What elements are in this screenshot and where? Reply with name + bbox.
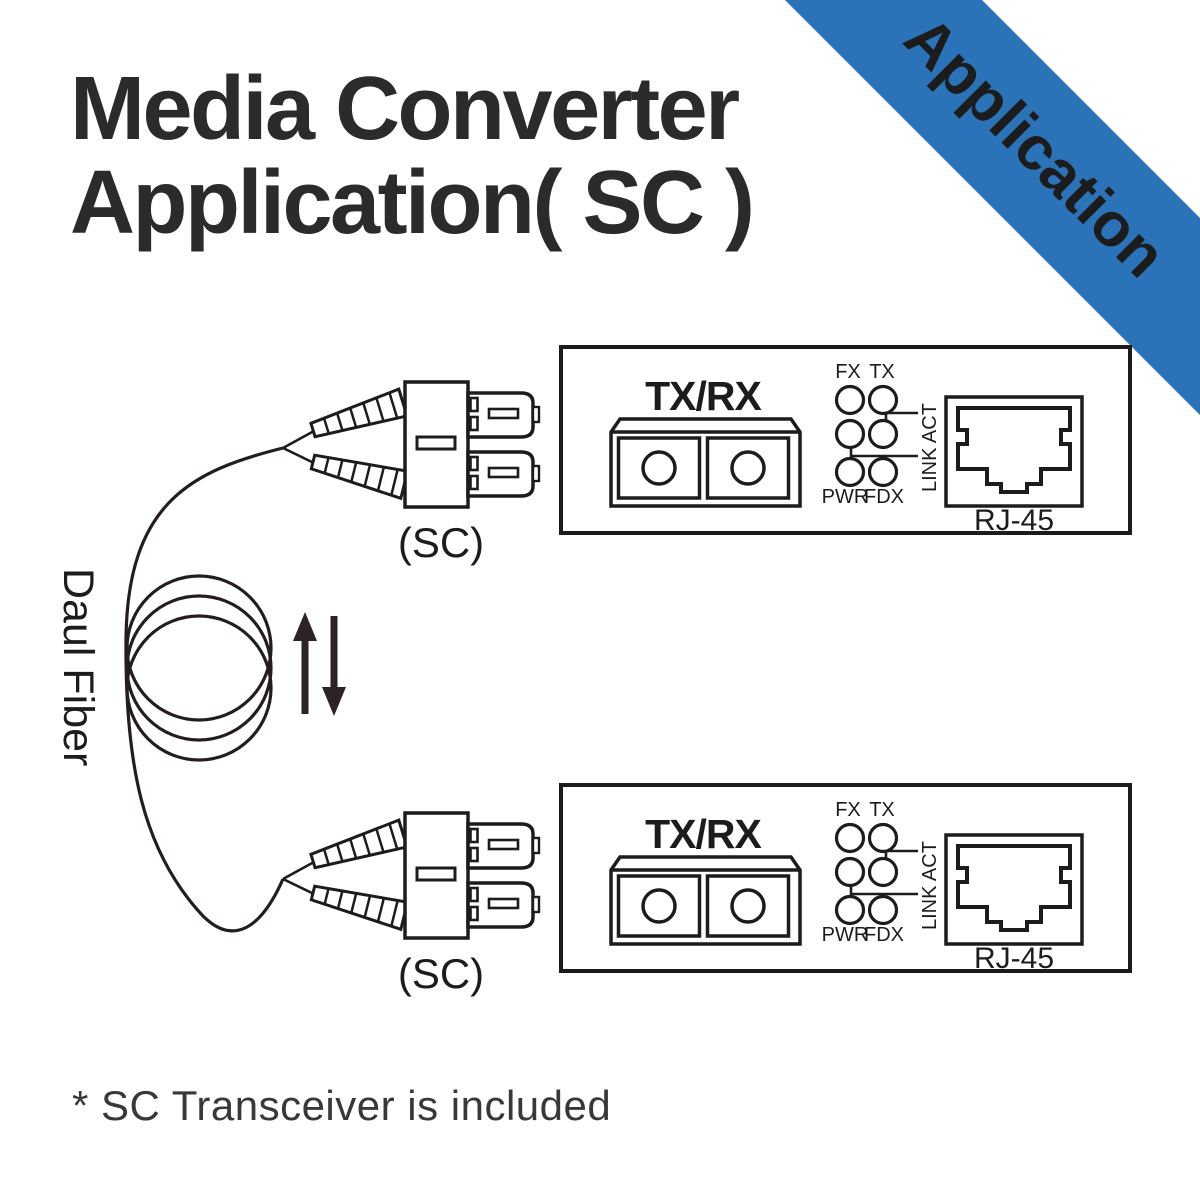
sc-connector-bottom: (SC)	[282, 811, 541, 997]
page-title: Media Converter Application( SC )	[70, 59, 755, 253]
fiber-boot-lower	[309, 453, 410, 501]
led-circle	[867, 384, 899, 416]
led-circle	[834, 384, 866, 416]
down-arrow-icon	[322, 616, 346, 716]
rj45-port-drawing	[944, 833, 1084, 946]
fiber-split-lines	[282, 860, 315, 896]
sc-body-slot	[415, 435, 457, 451]
led-label-pwr: PWR	[822, 924, 869, 946]
led-indicators	[834, 384, 918, 488]
fiber-cable-path	[124, 446, 285, 933]
ribbon-band	[785, 0, 1200, 415]
rj45-port-drawing	[944, 395, 1084, 508]
led-circle	[867, 894, 899, 926]
led-label-tx: TX	[869, 799, 895, 821]
footnote: * SC Transceiver is included	[72, 1082, 612, 1129]
fiber-coil-ring	[125, 614, 273, 762]
link-act-label: LINK ACT	[919, 403, 941, 492]
direction-arrows	[293, 612, 346, 716]
sc-plug-1	[466, 822, 541, 870]
up-arrow-icon	[293, 612, 317, 714]
sc-port-drawing	[609, 855, 802, 946]
sc-port-drawing	[609, 417, 802, 508]
title-line-2: Application( SC )	[70, 153, 755, 253]
rj45-jack-outline	[956, 406, 1072, 494]
fiber-coil-ring	[125, 594, 273, 742]
led-circle	[867, 856, 899, 888]
led-label-fx: FX	[835, 361, 861, 383]
led-label-tx: TX	[869, 361, 895, 383]
sc-plug-1	[466, 391, 541, 439]
port-label: TX/RX	[645, 811, 761, 857]
act-led-pointer	[884, 849, 918, 858]
link-act-label: LINK ACT	[919, 841, 941, 930]
led-circle	[834, 456, 866, 488]
sc-connector-top: (SC)	[282, 380, 541, 566]
led-indicators	[834, 822, 918, 926]
fiber-split-lines	[282, 429, 315, 465]
sc-label: (SC)	[398, 950, 484, 997]
fiber-coil-ring	[125, 574, 273, 722]
led-label-fx: FX	[835, 799, 861, 821]
led-circle	[834, 822, 866, 854]
link-led-pointer	[849, 886, 918, 896]
rj45-jack-outline	[956, 844, 1072, 932]
fiber-run	[124, 446, 285, 933]
led-circle	[834, 856, 866, 888]
title-line-1: Media Converter	[70, 59, 740, 159]
led-circle	[867, 456, 899, 488]
rj45-label: RJ-45	[974, 504, 1054, 537]
led-circle	[834, 418, 866, 450]
led-circle	[834, 894, 866, 926]
led-circle	[867, 822, 899, 854]
sc-label: (SC)	[398, 519, 484, 566]
media-converter-top: TX/RX FX TX PWR FDX	[559, 345, 1132, 537]
media-converter-bottom: TX/RX FX TX PWR FDX	[559, 783, 1132, 975]
led-label-fdx: FDX	[864, 924, 904, 946]
led-label-fdx: FDX	[864, 486, 904, 508]
rj45-label: RJ-45	[974, 942, 1054, 975]
led-label-pwr: PWR	[822, 486, 869, 508]
act-led-pointer	[884, 411, 918, 420]
fiber-boot-upper	[309, 818, 409, 870]
fiber-boot-lower	[309, 884, 410, 932]
link-led-pointer	[849, 448, 918, 458]
led-circle	[867, 418, 899, 450]
fiber-boot-upper	[309, 387, 409, 439]
port-label: TX/RX	[645, 373, 761, 419]
sc-body-slot	[415, 866, 457, 882]
fiber-label: Daul Fiber	[54, 568, 102, 766]
sc-plug-2	[466, 881, 541, 929]
sc-plug-2	[466, 450, 541, 498]
